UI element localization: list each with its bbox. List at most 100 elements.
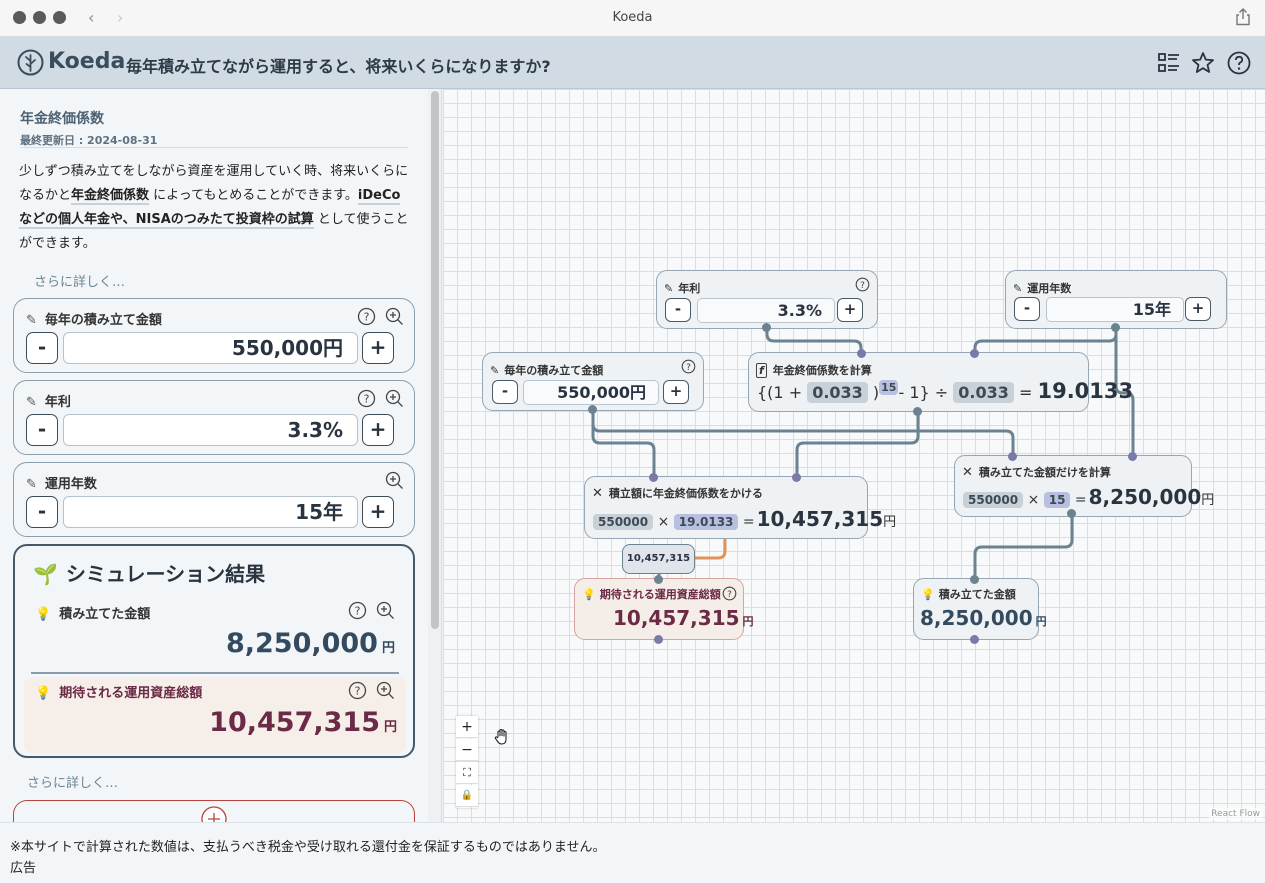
list-view-icon[interactable] bbox=[1156, 50, 1182, 76]
years-card: ✎運用年数 - 15年 + bbox=[13, 462, 415, 537]
zoom-in-icon[interactable] bbox=[385, 307, 404, 326]
handle-factor-in-rate[interactable] bbox=[857, 349, 866, 358]
handle-multiply-in-a[interactable] bbox=[649, 473, 658, 482]
edge-years-to-contrib bbox=[1114, 327, 1135, 456]
node-years-input[interactable]: 15年 bbox=[1046, 297, 1184, 322]
multiply-formula: 550000 × 19.0133 =10,457,315円 bbox=[593, 507, 896, 531]
handle-factor-in-years[interactable] bbox=[970, 349, 979, 358]
handle-contributed-out[interactable] bbox=[970, 635, 979, 644]
node-annual-contribution-decrement-button[interactable]: - bbox=[492, 380, 518, 404]
more-details-link-2[interactable]: さらに詳しく… bbox=[27, 776, 119, 791]
fit-view-button[interactable]: ⛶ bbox=[456, 762, 478, 784]
react-flow-attribution[interactable]: React Flow bbox=[1209, 808, 1262, 820]
node-multiply-factor[interactable]: ✕積立額に年金終価係数をかける 550000 × 19.0133 =10,457… bbox=[584, 476, 896, 539]
help-icon[interactable]: ? bbox=[357, 389, 376, 408]
node-annual-rate-label: 年利 bbox=[678, 282, 701, 295]
handle-rate-out[interactable] bbox=[762, 323, 771, 332]
zoom-in-icon[interactable] bbox=[385, 389, 404, 408]
edge-years-to-factor bbox=[973, 327, 1118, 353]
koeda-logo-icon[interactable] bbox=[17, 49, 44, 76]
node-annual-contribution[interactable]: ✎毎年の積み立て金額 ? - 550,000円 + bbox=[482, 352, 704, 411]
handle-years-out[interactable] bbox=[1111, 323, 1120, 332]
handle-contributed-in[interactable] bbox=[970, 575, 979, 584]
node-annuity-factor-label: 年金終価係数を計算 bbox=[772, 364, 872, 377]
handle-expected-in[interactable] bbox=[654, 575, 663, 584]
annuity-factor-formula: {(1 + 0.033 )15- 1} ÷ 0.033 = 19.0133 bbox=[757, 379, 1134, 403]
zoom-in-button[interactable]: + bbox=[456, 716, 478, 738]
scrollbar-thumb[interactable] bbox=[431, 91, 439, 629]
edge-rate-to-factor bbox=[765, 327, 863, 353]
window-titlebar: ‹ › Koeda bbox=[0, 0, 1265, 37]
term-link-ideco-nisa[interactable]: iDeCoなどの個人年金や、NISAのつみたて投資枠の試算 bbox=[19, 188, 401, 229]
help-icon[interactable] bbox=[1226, 50, 1252, 76]
handle-multiply-in-b[interactable] bbox=[792, 473, 801, 482]
node-annual-contribution-input[interactable]: 550,000円 bbox=[523, 380, 659, 405]
node-annual-rate[interactable]: ✎年利 ? - 3.3% + bbox=[656, 270, 878, 329]
handle-expected-out[interactable] bbox=[654, 635, 663, 644]
handle-contrib-out[interactable] bbox=[1067, 509, 1076, 518]
handle-annual-out[interactable] bbox=[588, 405, 597, 414]
help-icon[interactable]: ? bbox=[348, 601, 367, 620]
node-years[interactable]: ✎運用年数 - 15年 + bbox=[1005, 270, 1227, 329]
minimize-window-button[interactable] bbox=[33, 11, 46, 24]
zoom-in-icon[interactable] bbox=[376, 601, 395, 620]
node-annuity-factor[interactable]: f 年金終価係数を計算 {(1 + 0.033 )15- 1} ÷ 0.033 =… bbox=[748, 352, 1133, 412]
close-window-button[interactable] bbox=[13, 11, 26, 24]
forward-arrow-icon[interactable]: › bbox=[117, 8, 124, 27]
annual-contribution-input[interactable]: 550,000円 bbox=[63, 332, 358, 364]
help-icon[interactable]: ? bbox=[348, 681, 367, 700]
annual-rate-increment-button[interactable]: + bbox=[362, 414, 394, 446]
node-expected-total-label: 期待される運用資産総額 bbox=[599, 588, 721, 601]
handle-contrib-in-a[interactable] bbox=[1008, 452, 1017, 461]
node-years-increment-button[interactable]: + bbox=[1185, 297, 1211, 321]
rate-pill: 0.033 bbox=[807, 382, 868, 403]
years-increment-button[interactable]: + bbox=[362, 496, 394, 528]
back-arrow-icon[interactable]: ‹ bbox=[88, 8, 95, 27]
disclaimer: ※本サイトで計算された数値は、支払うべき税金や受け取れる還付金を保証するものでは… bbox=[10, 840, 606, 855]
annual-contribution-decrement-button[interactable]: - bbox=[26, 332, 58, 364]
lock-button[interactable]: 🔒 bbox=[456, 785, 478, 807]
node-annual-rate-increment-button[interactable]: + bbox=[837, 298, 863, 322]
years-input[interactable]: 15年 bbox=[63, 496, 358, 528]
function-icon: f bbox=[756, 363, 767, 378]
years-decrement-button[interactable]: - bbox=[26, 496, 58, 528]
flow-canvas[interactable]: ✎年利 ? - 3.3% + ✎運用年数 - 15年 + ✎毎年の積み立て金額 … bbox=[443, 89, 1265, 822]
zoom-in-icon[interactable] bbox=[385, 471, 404, 490]
share-icon[interactable] bbox=[1235, 8, 1251, 26]
handle-contrib-in-b[interactable] bbox=[1128, 452, 1137, 461]
node-years-decrement-button[interactable]: - bbox=[1014, 297, 1040, 321]
node-annual-contribution-increment-button[interactable]: + bbox=[663, 380, 689, 404]
node-annual-rate-input[interactable]: 3.3% bbox=[697, 298, 835, 323]
handle-factor-out[interactable] bbox=[913, 407, 922, 416]
help-icon[interactable]: ? bbox=[722, 586, 737, 601]
node-contribution-calc[interactable]: ✕積み立てた金額だけを計算 550000 × 15 =8,250,000円 bbox=[954, 455, 1214, 517]
ad-label: 広告 bbox=[10, 861, 37, 876]
sidebar-scrollbar[interactable] bbox=[428, 89, 442, 822]
hand-cursor-icon bbox=[494, 728, 507, 745]
annual-contribution-increment-button[interactable]: + bbox=[362, 332, 394, 364]
zoom-out-button[interactable]: − bbox=[456, 739, 478, 761]
zoom-window-button[interactable] bbox=[53, 11, 66, 24]
term-link-annuity-factor[interactable]: 年金終価係数 bbox=[71, 188, 150, 205]
footer: ※本サイトで計算された数値は、支払うべき税金や受け取れる還付金を保証するものでは… bbox=[0, 822, 1265, 883]
help-icon[interactable]: ? bbox=[855, 277, 870, 292]
lightbulb-icon: 💡 bbox=[35, 686, 52, 701]
window-title: Koeda bbox=[612, 10, 653, 25]
annual-rate-input[interactable]: 3.3% bbox=[63, 414, 358, 446]
brand-name[interactable]: Koeda bbox=[48, 49, 126, 74]
add-circle-icon[interactable] bbox=[201, 806, 227, 822]
edge-value-label[interactable]: 10,457,315 bbox=[622, 544, 695, 574]
more-details-link[interactable]: さらに詳しく… bbox=[34, 275, 126, 290]
help-icon[interactable]: ? bbox=[357, 307, 376, 326]
pencil-icon: ✎ bbox=[26, 477, 37, 492]
star-icon[interactable] bbox=[1190, 50, 1216, 76]
node-annual-contribution-label: 毎年の積み立て金額 bbox=[504, 364, 604, 377]
annual-rate-decrement-button[interactable]: - bbox=[26, 414, 58, 446]
node-annual-rate-decrement-button[interactable]: - bbox=[665, 298, 691, 322]
zoom-in-icon[interactable] bbox=[376, 681, 395, 700]
help-icon[interactable]: ? bbox=[681, 359, 696, 374]
yen-unit: 円 bbox=[383, 720, 397, 735]
